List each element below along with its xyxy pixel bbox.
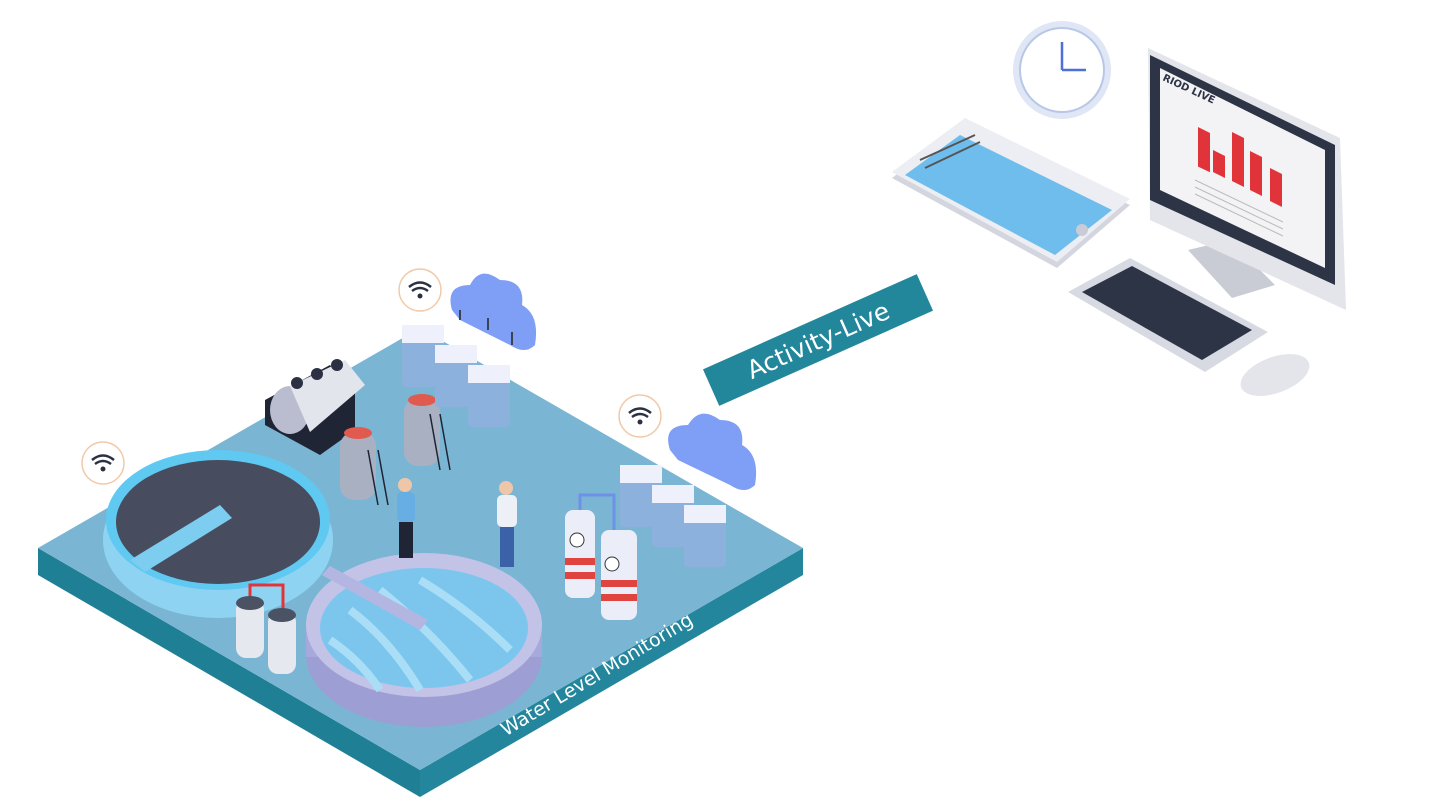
cloud-icon [668, 413, 757, 490]
wifi-icon [398, 268, 442, 312]
person-2 [497, 481, 517, 567]
activity-live-banner: Activity-Live [702, 274, 934, 406]
cloud-icon [450, 273, 537, 350]
server-stack-1 [402, 325, 510, 427]
plant-platform [38, 328, 803, 797]
mouse-icon [1240, 354, 1310, 396]
horizontal-tank [265, 359, 365, 455]
clarifier-tank [103, 450, 333, 618]
keyboard-icon [1068, 258, 1268, 372]
sensor-columns [565, 493, 637, 620]
person-1 [397, 478, 415, 558]
wifi-icon [81, 441, 125, 485]
silo-1 [340, 427, 389, 506]
water-tank [306, 553, 542, 727]
monitor-icon: RIOD LIVE [1148, 48, 1346, 310]
clock-icon [1013, 21, 1111, 119]
tablet-icon [892, 118, 1130, 268]
wifi-icon [618, 394, 662, 438]
silo-2 [404, 394, 451, 471]
server-stack-2 [620, 465, 726, 567]
banner-label: Activity-Live [742, 296, 894, 385]
gas-cylinders [236, 583, 296, 674]
